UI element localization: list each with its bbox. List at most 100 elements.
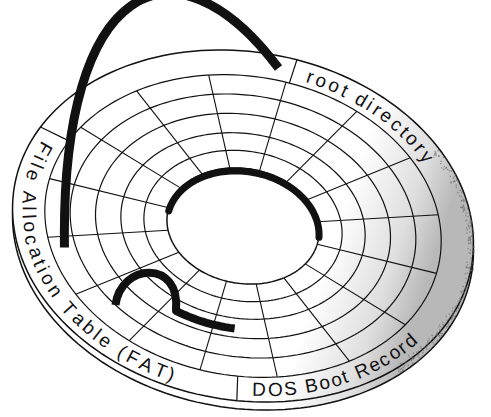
- shade-dot: [432, 338, 434, 340]
- shade-dot: [461, 200, 463, 202]
- shade-dot: [471, 261, 473, 263]
- shade-dot: [458, 300, 460, 302]
- shade-dot: [453, 177, 455, 179]
- shade-dot: [411, 359, 413, 361]
- shade-dot: [418, 354, 420, 356]
- shade-dot: [465, 220, 467, 222]
- shade-dot: [442, 324, 444, 326]
- shade-dot: [432, 342, 434, 344]
- shade-dot: [466, 227, 468, 229]
- shade-dot: [417, 355, 419, 357]
- shade-dot: [447, 326, 449, 328]
- shade-dot: [438, 155, 440, 157]
- shade-dot: [463, 200, 465, 202]
- shade-dot: [453, 311, 455, 313]
- sector-line: [307, 158, 410, 200]
- shade-dot: [409, 356, 411, 358]
- shade-dot: [468, 240, 470, 242]
- disk-track: [45, 75, 441, 378]
- shade-dot: [457, 180, 459, 182]
- shade-dot: [466, 267, 468, 269]
- shade-dot: [459, 297, 461, 299]
- shade-dot: [446, 167, 448, 169]
- shade-dot: [427, 341, 429, 343]
- label-letter: O: [267, 380, 283, 400]
- shade-dot: [464, 273, 466, 275]
- shade-dot: [440, 330, 442, 332]
- shade-dot: [417, 361, 419, 363]
- shade-dot: [431, 335, 433, 337]
- sector-line: [209, 75, 230, 168]
- shade-dot: [446, 319, 448, 321]
- shade-dot: [462, 205, 464, 207]
- shade-dot: [422, 352, 424, 354]
- shade-dot: [470, 253, 472, 255]
- shade-dot: [445, 167, 447, 169]
- shade-dot: [470, 270, 472, 272]
- pointer-arc: [115, 273, 234, 329]
- label-letter: l: [19, 207, 38, 211]
- shade-dot: [442, 321, 444, 323]
- shade-dot: [454, 317, 456, 319]
- shade-dot: [405, 361, 407, 363]
- shade-dot: [440, 333, 442, 335]
- shade-dot: [472, 229, 474, 231]
- shade-dot: [468, 243, 470, 245]
- shade-dot: [469, 231, 471, 233]
- shade-dot: [432, 338, 434, 340]
- shade-dot: [473, 250, 475, 252]
- shade-dot: [438, 326, 440, 328]
- region-label: root directory: [305, 67, 438, 166]
- shade-dot: [455, 310, 457, 312]
- shade-dot: [457, 303, 459, 305]
- shade-dot: [454, 174, 456, 176]
- shade-dot: [412, 362, 414, 364]
- shade-dot: [458, 307, 460, 309]
- disk-track: [96, 113, 391, 338]
- shade-dot: [443, 325, 445, 327]
- shade-dot: [468, 212, 470, 214]
- shade-dot: [426, 344, 428, 346]
- shade-dot: [454, 180, 456, 182]
- shade-dot: [455, 310, 457, 312]
- shade-dot: [470, 225, 472, 227]
- shade-dot: [440, 161, 442, 163]
- shade-dot: [398, 370, 400, 372]
- shade-dot: [417, 351, 419, 353]
- shade-dot: [444, 166, 446, 168]
- shade-dot: [436, 332, 438, 334]
- region-divider: [289, 60, 297, 83]
- shade-dot: [461, 200, 463, 202]
- shade-dot: [457, 192, 459, 194]
- shade-dot: [465, 215, 467, 217]
- shade-dot: [469, 269, 471, 271]
- shade-dot: [464, 287, 466, 289]
- shade-dot: [468, 225, 470, 227]
- shade-dot: [450, 182, 452, 184]
- shade-dot: [443, 169, 445, 171]
- shade-dot: [422, 349, 424, 351]
- shade-dot: [468, 268, 470, 270]
- shade-dot: [426, 346, 428, 348]
- shade-dot: [472, 253, 474, 255]
- shade-dot: [412, 357, 414, 359]
- region-divider: [41, 127, 69, 141]
- shade-dot: [422, 355, 424, 357]
- shade-dot: [459, 300, 461, 302]
- sector-line: [287, 111, 357, 182]
- shade-dot: [437, 334, 439, 336]
- shade-dot: [463, 209, 465, 211]
- label-letter: D: [252, 380, 266, 399]
- region-divider: [236, 376, 238, 400]
- shade-dot: [470, 270, 472, 272]
- shade-dot: [466, 287, 468, 289]
- shade-dot: [451, 318, 453, 320]
- shade-dot: [417, 360, 419, 362]
- shade-dot: [427, 340, 429, 342]
- shade-dot: [454, 176, 456, 178]
- shade-dot: [448, 324, 450, 326]
- label-letter: S: [283, 378, 297, 398]
- shade-dot: [462, 290, 464, 292]
- shade-dot: [416, 352, 418, 354]
- shade-dot: [449, 170, 451, 172]
